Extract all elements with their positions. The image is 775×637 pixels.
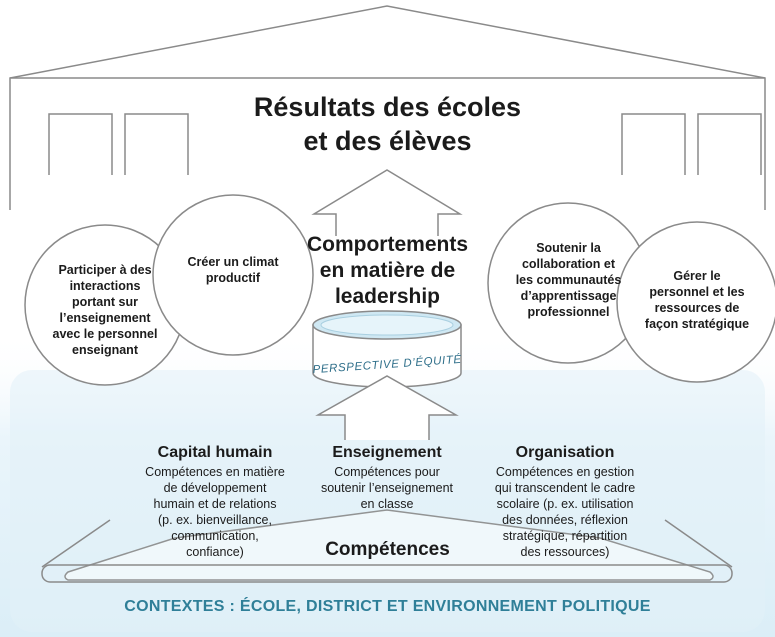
competency-teaching-desc: Compétences pour soutenir l’enseignement…: [320, 465, 454, 511]
competencies-foundation: [64, 509, 714, 581]
behavior-strategic-management: Gérer le personnel et les ressources de …: [644, 269, 750, 331]
competency-teaching-title: Enseignement: [332, 444, 442, 461]
behavior-circles: [24, 194, 775, 386]
competencies-label: Compétences: [325, 539, 450, 560]
foundation-edges: [41, 519, 733, 568]
competency-organisation-desc: Compétences en gestion qui transcendent …: [494, 465, 636, 559]
leadership-behaviors-title: Comportements en matière de leadership: [306, 233, 469, 308]
foundation-base: [41, 564, 733, 583]
equity-cylinder: [312, 310, 462, 388]
behavior-instructional-interactions: Participer à des interactions portant su…: [52, 263, 158, 357]
arrow-to-equity: [315, 375, 459, 440]
results-title: Résultats des écoles et des élèves: [253, 92, 522, 156]
competency-human-capital-title: Capital humain: [157, 444, 273, 461]
competency-organisation-title: Organisation: [515, 444, 615, 461]
behavior-productive-climate: Créer un climat productif: [187, 255, 279, 285]
behavior-collaboration: Soutenir la collaboration et les communa…: [515, 241, 622, 319]
school-building-outline: [9, 5, 766, 210]
competency-human-capital-desc: Compétences en matière de développement …: [145, 465, 285, 559]
contexts-label: CONTEXTES : ÉCOLE, DISTRICT ET ENVIRONNE…: [124, 598, 651, 615]
arrow-to-results: [311, 169, 463, 236]
